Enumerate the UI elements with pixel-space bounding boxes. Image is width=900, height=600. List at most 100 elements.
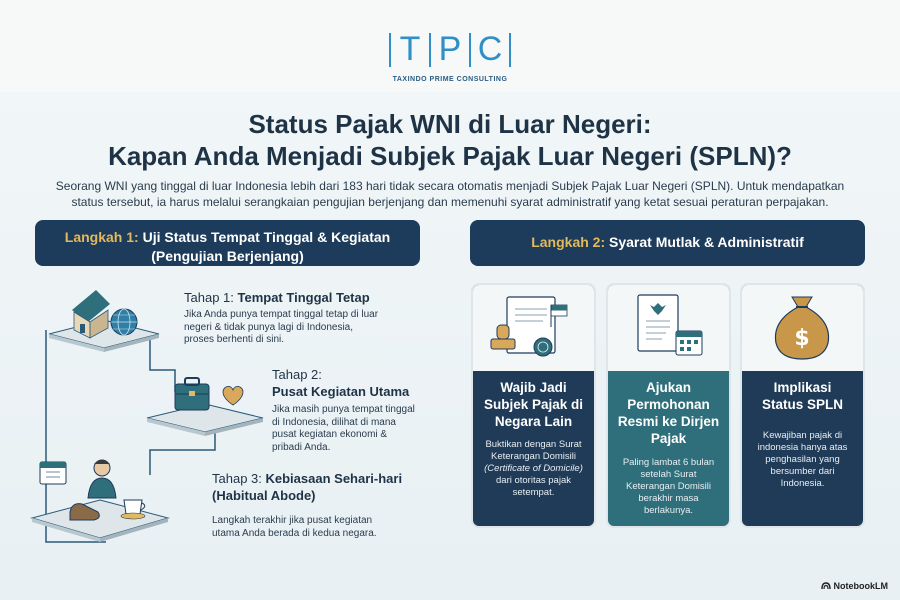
logo-letter-c: C [477, 30, 503, 68]
person-icon [87, 459, 117, 499]
card3-title: Implikasi Status SPLN [748, 379, 857, 413]
shoe-icon [69, 503, 100, 521]
step1-title-line-2: (Pengujian Berjenjang) [151, 248, 304, 264]
connector-1-2 [149, 340, 176, 392]
document-calendar-icon [637, 294, 703, 356]
stage2-text-line: pusat kegiatan ekonomi & [272, 429, 388, 440]
stage3-name: Kebiasaan Sehari-hari [265, 471, 403, 486]
logo-letter-t: T [399, 30, 421, 68]
card1-text-italic: (Certificate of Domicile) [484, 463, 583, 474]
card2-title-line: Ajukan [645, 380, 691, 395]
card1-text-line: Buktikan dengan Surat [485, 439, 582, 450]
card1-title-line: Subjek Pajak di [483, 397, 584, 412]
stage3-text-line: Langkah terakhir jika pusat kegiatan [212, 515, 373, 526]
card1-icon-area [473, 285, 594, 371]
certificate-stamp-icon [490, 296, 568, 357]
logo-letter-p: P [438, 30, 462, 68]
stage2-title: Tahap 2: Pusat Kegiatan Utama [272, 366, 409, 400]
logo-subtitle: TAXINDO PRIME CONSULTING [392, 75, 508, 83]
stage1-prefix: Tahap 1: [184, 290, 234, 305]
title-line-2: Kapan Anda Menjadi Subjek Pajak Luar Neg… [108, 141, 792, 171]
footer-brand: NotebookLM [833, 581, 889, 591]
card-application: Ajukan Permohonan Resmi ke Dirjen Pajak … [606, 283, 731, 528]
stamp-icon [490, 324, 516, 350]
stage2-name: Pusat Kegiatan Utama [272, 384, 410, 399]
card3-text-line: Indonesia. [780, 478, 825, 489]
stage2-text-line: pribadi Anda. [272, 441, 331, 453]
connector-2-3 [149, 430, 216, 475]
stage2-prefix: Tahap 2: [272, 367, 322, 382]
card1-text-line: setempat. [512, 487, 555, 498]
card3-text-line: penghasilan yang [765, 454, 840, 465]
stage1-text-line: negeri & tidak punya lagi di Indonesia, [184, 321, 354, 333]
logo-divider [389, 32, 391, 67]
title-line-1: Status Pajak WNI di Luar Negeri: [248, 109, 652, 139]
stage3-title: Tahap 3: Kebiasaan Sehari-hari (Habitual… [212, 470, 402, 504]
card-domicile: Wajib Jadi Subjek Pajak di Negara Lain B… [471, 283, 596, 528]
card2-title-line: Resmi ke Dirjen [617, 414, 720, 429]
daily-life-illustration [30, 459, 170, 542]
calendar-icon [675, 330, 703, 356]
connector-left [45, 330, 106, 543]
card1-title: Wajib Jadi Subjek Pajak di Negara Lain [479, 379, 588, 430]
step1-title-line-1: Uji Status Tempat Tinggal & Kegiatan [142, 229, 391, 245]
card1-text-line: dari otoritas pajak [496, 475, 571, 486]
logo-divider [469, 32, 471, 67]
card3-text-line: indonesia hanya atas [757, 442, 848, 453]
stage2-text-line: Jika masih punya tempat tinggal [272, 404, 415, 415]
card-implication: $ Implikasi Status SPLN Kewajiban pajak … [740, 283, 865, 528]
step2-lead: Langkah 2: [531, 234, 606, 250]
garuda-emblem-icon [650, 303, 666, 315]
card3-text-line: Kewajiban pajak di [762, 430, 843, 441]
intro-paragraph: Seorang WNI yang tinggal di luar Indones… [40, 178, 860, 210]
card2-title: Ajukan Permohonan Resmi ke Dirjen Pajak [614, 379, 723, 447]
logo-letters: T P C [389, 30, 511, 69]
intro-line-1: Seorang WNI yang tinggal di luar Indones… [55, 179, 845, 193]
card3-title-line: Status SPLN [761, 397, 843, 412]
card3-text: Kewajiban pajak di indonesia hanya atas … [750, 430, 855, 490]
stage2-text-line: di Indonesia, dilihat di mana [272, 416, 396, 428]
card1-text-line: Keterangan Domisili [490, 451, 576, 462]
stage3-description: Langkah terakhir jika pusat kegiatan uta… [212, 515, 377, 540]
card3-icon-area: $ [742, 285, 863, 371]
stage3-name-2: (Habitual Abode) [212, 488, 316, 503]
card2-text-line: Keterangan Domisili [625, 481, 711, 492]
stage3-text-line: utama Anda berada di kedua negara. [212, 527, 377, 539]
stage1-title: Tahap 1: Tempat Tinggal Tetap [184, 289, 370, 306]
card2-text-line: berakhir masa [638, 493, 699, 504]
tpc-logo: T P C TAXINDO PRIME CONSULTING [0, 30, 900, 83]
card3-text-line: bersumber dari [770, 466, 835, 477]
logo-divider [509, 32, 511, 67]
card2-title-line: Permohonan [627, 397, 710, 412]
card2-title-line: Pajak [650, 431, 687, 446]
card2-icon-area [608, 285, 729, 371]
card3-title-line: Implikasi [773, 380, 832, 395]
stage3-prefix: Tahap 3: [212, 471, 262, 486]
briefcase-icon [174, 377, 210, 411]
money-bag-icon: $ [774, 296, 830, 360]
calendar-icon [39, 461, 67, 485]
step1-lead: Langkah 1: [64, 229, 139, 245]
globe-icon [110, 308, 138, 336]
heart-icon [222, 386, 244, 406]
step2-title: Syarat Mutlak & Administratif [609, 234, 804, 250]
intro-line-2: status tersebut, ia harus melalui serang… [71, 195, 829, 209]
stage1-name: Tempat Tinggal Tetap [237, 290, 370, 305]
logo-divider [429, 32, 431, 67]
house-globe-illustration [48, 290, 160, 352]
card1-text: Buktikan dengan Surat Keterangan Domisil… [481, 439, 586, 499]
header-background [0, 0, 900, 92]
coffee-cup-icon [120, 499, 146, 520]
card1-title-line: Negara Lain [494, 414, 573, 429]
card2-text-line: setelah Surat [640, 469, 697, 480]
card2-text: Paling lambat 6 bulan setelah Surat Kete… [616, 457, 721, 517]
page-title: Status Pajak WNI di Luar Negeri: Kapan A… [0, 108, 900, 172]
house-icon [72, 290, 110, 339]
notebooklm-icon [820, 582, 831, 590]
briefcase-heart-illustration [146, 377, 264, 436]
step1-header: Langkah 1: Uji Status Tempat Tinggal & K… [35, 220, 420, 266]
stage1-text-line: proses berhenti di sini. [184, 334, 285, 345]
stage1-description: Jika Anda punya tempat tinggal tetap di … [184, 309, 378, 347]
card2-text-line: Paling lambat 6 bulan [622, 457, 715, 468]
